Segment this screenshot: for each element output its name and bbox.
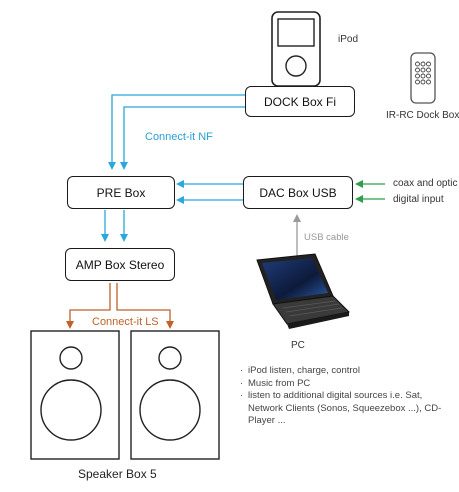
nf-wire-pre-to-amp — [101, 210, 128, 242]
usb-cable-label: USB cable — [304, 232, 349, 243]
ls-wire-amp-to-speakers — [66, 283, 174, 329]
speaker-label: Speaker Box 5 — [78, 467, 157, 481]
dock-box: DOCK Box Fi — [245, 86, 355, 117]
right-speaker-icon — [130, 330, 220, 460]
digital-input-wires — [355, 180, 385, 203]
note-item: Music from PC — [240, 378, 455, 391]
note-item: listen to additional digital sources i.e… — [240, 390, 455, 428]
nf-wire-dac-to-pre — [176, 180, 243, 204]
remote-control-icon — [410, 52, 436, 104]
remote-label: IR-RC Dock Box — [386, 110, 459, 121]
digital-input-label-1: coax and optic — [393, 178, 458, 189]
nf-wire-dock-to-pre — [108, 94, 245, 170]
digital-input-label-2: digital input — [393, 194, 444, 205]
ipod-label: iPod — [338, 34, 359, 45]
laptop-icon — [256, 253, 351, 329]
ipod-icon — [271, 11, 321, 87]
pre-box: PRE Box — [67, 176, 175, 209]
left-speaker-icon — [30, 330, 120, 460]
ls-cable-label: Connect-it LS — [92, 316, 159, 328]
note-item: iPod listen, charge, control — [240, 365, 455, 378]
feature-notes: iPod listen, charge, control Music from … — [240, 365, 455, 428]
dac-box: DAC Box USB — [243, 176, 353, 209]
nf-cable-label: Connect-it NF — [145, 131, 213, 143]
amp-box: AMP Box Stereo — [65, 248, 175, 281]
pc-label: PC — [291, 340, 305, 351]
